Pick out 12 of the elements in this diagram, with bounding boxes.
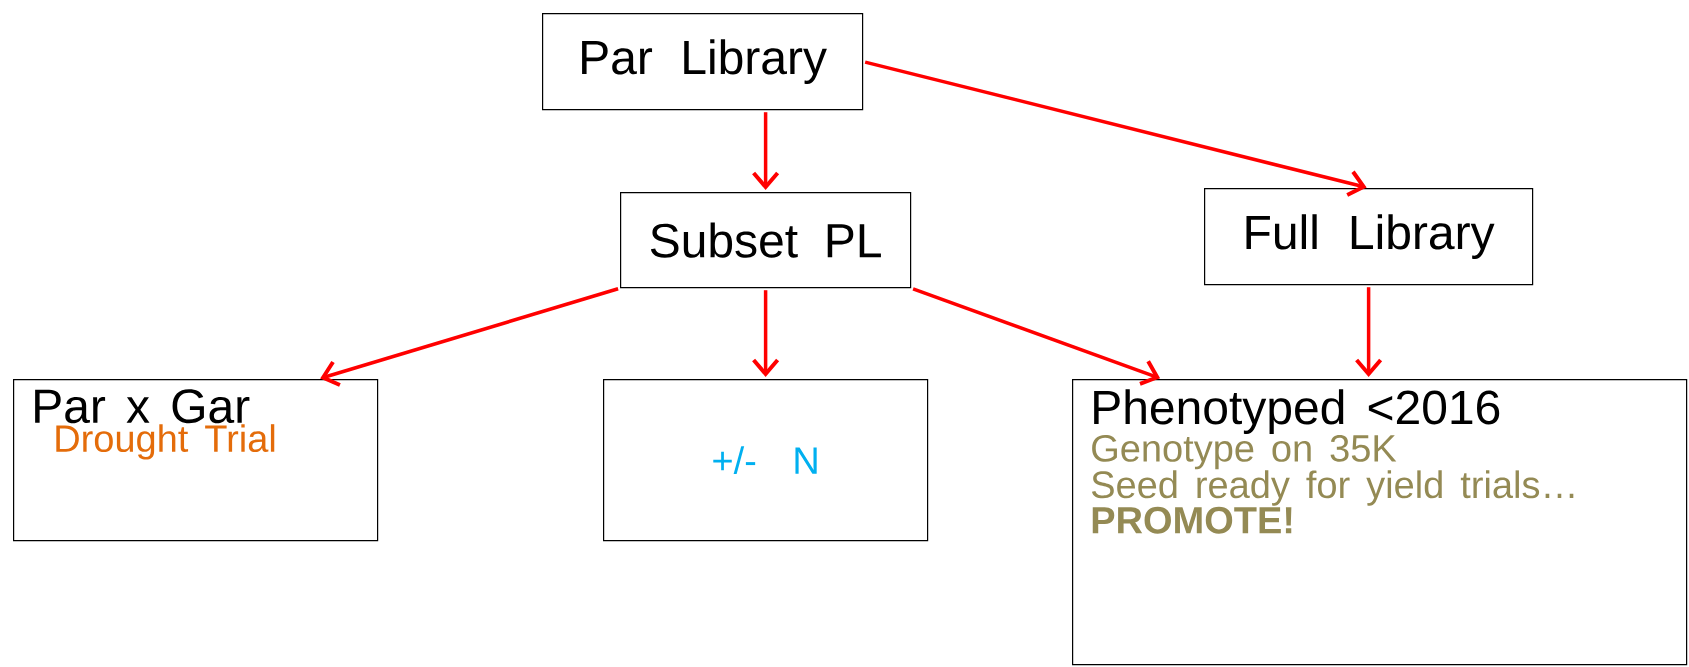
text-box: Phenotyped <2016 Genotype on 35K Seed ready for yield trials… PROMOTE!	[1072, 379, 1688, 666]
text-box: Par Library	[542, 13, 864, 111]
arrow	[864, 60, 1367, 197]
arrow	[912, 287, 1161, 386]
text-box: Full Library	[1204, 188, 1534, 286]
text-box: Subset PL	[620, 192, 912, 289]
arrow	[752, 112, 780, 190]
arrow	[752, 290, 780, 377]
arrow	[1355, 287, 1383, 377]
text-box: +/- N	[603, 379, 929, 542]
text-box: Par x Gar Drought Trial	[13, 379, 379, 542]
arrow	[320, 287, 619, 387]
